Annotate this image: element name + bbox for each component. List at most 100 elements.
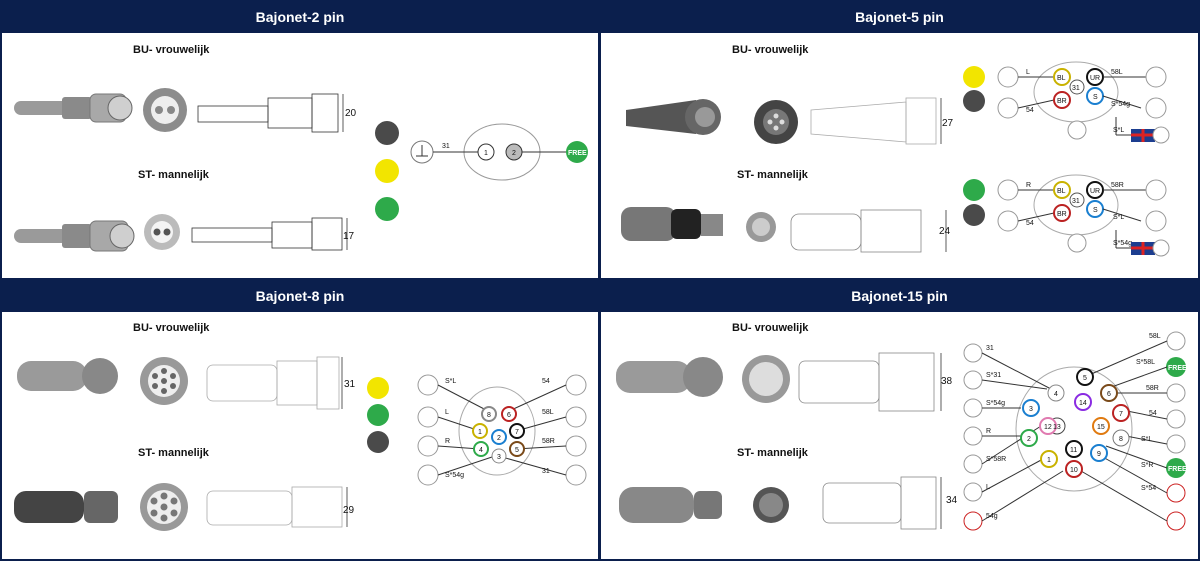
panel-title: Bajonet-15 pin [601, 281, 1198, 312]
five-pin-diagram-top: L 54 BL UR 31 BR S 58L S*54g [997, 61, 1170, 144]
wire-31: 31 [442, 143, 450, 150]
female-connector-photo [17, 358, 118, 394]
male-connector-photo [14, 491, 118, 523]
wire-s58l: S*58L [1136, 359, 1155, 366]
pin-9: 9 [1097, 451, 1101, 458]
dim-top: 27 [942, 118, 954, 129]
wire-s54g: S*54g [1113, 240, 1132, 247]
male-label: ST- mannelijk [138, 447, 209, 459]
wire-54: 54 [1149, 410, 1157, 417]
male-label: ST- mannelijk [737, 169, 808, 181]
male-connector-dimension-drawing [206, 486, 348, 528]
pin-1: 1 [484, 150, 488, 157]
dim-top: 38 [941, 376, 953, 387]
pin-15: 15 [1097, 424, 1105, 431]
pin-1: 1 [478, 429, 482, 436]
wire-54: 54 [1026, 107, 1034, 114]
female-connector-dimension-drawing [798, 352, 942, 412]
right-terminals: FREE FREE 58L S*58L 58R 54 S*L S*R [1080, 331, 1187, 531]
pin-ur: UR [1090, 75, 1100, 82]
male-connector-dimension-drawing [191, 217, 348, 251]
male-label: ST- mannelijk [138, 169, 209, 181]
trailer-icon [997, 97, 1019, 119]
pin-4: 4 [479, 447, 483, 454]
female-connector-face [742, 355, 790, 403]
wire-sl: S*L [445, 378, 456, 385]
panel-title: Bajonet-5 pin [601, 2, 1198, 33]
right-lamp-icon [1145, 179, 1167, 201]
wire-sl: S*L [1141, 436, 1152, 443]
green-arrow-icon [963, 179, 985, 201]
right-turn-icon [997, 179, 1019, 201]
pin-bl: BL [1057, 188, 1066, 195]
female-connector-photo [14, 93, 133, 123]
panel-bajonet-2: Bajonet-2 pin BU- vrouwelijk ST- manneli… [2, 2, 598, 278]
free-badge [566, 141, 588, 163]
female-connector-photo [626, 99, 721, 135]
pin-bl: BL [1057, 75, 1066, 82]
green-arrow-icon [367, 404, 389, 426]
wire-s54: S*54 [1141, 485, 1156, 492]
left-lamp-icon [997, 66, 1019, 88]
wire-l: L [445, 409, 449, 416]
wire-s58r: S*58R [986, 456, 1006, 463]
wire-31: 31 [542, 468, 550, 475]
wire-l: L [1026, 69, 1030, 76]
male-connector-photo [621, 207, 723, 241]
dim-bottom: 17 [343, 231, 355, 242]
left-terminals: 31 S*31 S*54g R S*58R L 54g [963, 343, 1064, 531]
female-connector-face [754, 100, 798, 144]
dim-bottom: 24 [939, 226, 951, 237]
right-terminals: 54 58L 58R 31 [501, 374, 587, 486]
pin-ur: UR [1090, 188, 1100, 195]
pin-6: 6 [1107, 391, 1111, 398]
wire-sl: S*L [1113, 214, 1124, 221]
wire-31: 31 [986, 345, 994, 352]
male-label: ST- mannelijk [737, 447, 808, 459]
female-label: BU- vrouwelijk [133, 322, 210, 334]
male-connector-face [753, 487, 789, 523]
pin-3: 3 [1029, 406, 1033, 413]
wire-58r: 58R [542, 438, 555, 445]
yellow-indicator-dot [375, 159, 399, 183]
right-lamp-icon [1145, 66, 1167, 88]
pin-5: 5 [1083, 375, 1087, 382]
female-connector-dimension-drawing [206, 356, 343, 410]
panel-bajonet-5: Bajonet-5 pin BU- vrouwelijk ST- manneli… [601, 2, 1198, 278]
wire-54: 54 [542, 378, 550, 385]
male-connector-photo [619, 487, 722, 523]
bajonet-15-drawing: 38 34 [616, 331, 1187, 531]
male-connector-photo [14, 220, 135, 252]
female-label: BU- vrouwelijk [732, 322, 809, 334]
wire-58l: 58L [1111, 69, 1123, 76]
yellow-arrow-icon [963, 66, 985, 88]
wire-58l: 58L [1149, 333, 1161, 340]
eight-pin-wiring-diagram: S*L L R S*54g 54 58L 58R [417, 374, 587, 486]
female-label: BU- vrouwelijk [133, 44, 210, 56]
wire-54: 54 [1026, 220, 1034, 227]
pin-2: 2 [512, 150, 516, 157]
dark-double-arrow-icon [367, 431, 389, 453]
ground-icon [1067, 233, 1087, 253]
pin-circles: 5 4 14 6 3 13 7 12 15 2 11 8 1 10 9 [1020, 368, 1130, 478]
pin-circles: 8 1 4 6 7 5 2 3 [472, 406, 525, 464]
trailer-icon [997, 210, 1019, 232]
free-label: FREE [1168, 365, 1187, 372]
ground-icon [1067, 120, 1087, 140]
wire-s31: S*31 [986, 372, 1001, 379]
pin-8: 8 [487, 412, 491, 419]
left-terminals: S*L L R S*54g [417, 374, 493, 486]
male-connector-dimension-drawing [790, 209, 947, 253]
female-connector-photo [616, 357, 723, 397]
pin-br: BR [1057, 98, 1067, 105]
pin-s: S [1093, 207, 1098, 214]
bajonet-2-drawing: 20 17 [14, 88, 588, 252]
pin-7: 7 [515, 429, 519, 436]
male-connector-face [746, 212, 776, 242]
female-connector-dimension-drawing [197, 93, 344, 133]
wire-s54g: S*54g [445, 472, 464, 479]
pin-6: 6 [507, 412, 511, 419]
pin-1: 1 [1047, 457, 1051, 464]
panel-bajonet-8: Bajonet-8 pin BU- vrouwelijk ST- manneli… [2, 281, 598, 559]
